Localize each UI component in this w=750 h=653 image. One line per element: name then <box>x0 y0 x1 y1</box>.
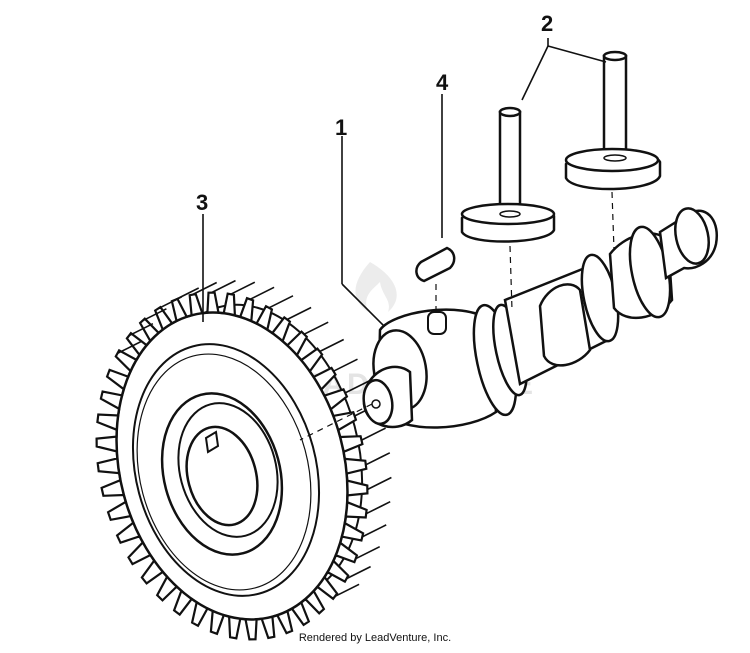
gear-tooth-edge <box>174 287 200 301</box>
gear-tooth-edge <box>117 340 142 355</box>
footer-credit: Rendered by LeadVenture, Inc. <box>298 632 452 644</box>
gear-tooth-edge <box>367 476 392 491</box>
gear-tooth-edge <box>365 500 391 515</box>
gear-tooth-edge <box>361 427 386 441</box>
gear-tooth-edge <box>355 545 381 560</box>
gear-tooth-edge <box>344 380 370 394</box>
gear-tooth-edge <box>365 452 391 466</box>
gear-tooth-edge <box>249 286 275 301</box>
woodruff-key <box>415 246 456 283</box>
leader-lines <box>202 38 607 327</box>
gear-tooth-edge <box>211 279 236 294</box>
gear-tooth-edge <box>333 358 358 372</box>
gear-tooth-edge <box>334 583 360 598</box>
gear-tooth-edge <box>128 322 154 337</box>
gear-tooth-edge <box>361 524 387 538</box>
tappet-right <box>564 50 662 191</box>
assembly-lines <box>299 191 615 441</box>
camshaft <box>362 207 719 429</box>
tappet-left <box>460 106 556 243</box>
callout-1: 1 <box>335 115 347 140</box>
gear-tooth-edge <box>192 281 218 296</box>
gear-tooth-edge <box>230 281 256 295</box>
gear-tooth-edge <box>319 338 345 353</box>
callout-4: 4 <box>436 70 449 95</box>
gear-tooth-edge <box>303 321 329 335</box>
gear-tooth-edge <box>346 565 371 580</box>
valve-tappets <box>460 50 662 243</box>
gear-tooth-edge <box>142 308 167 322</box>
cam-gear <box>95 279 392 641</box>
callout-2: 2 <box>541 11 553 36</box>
callout-3: 3 <box>196 190 208 215</box>
gear-tooth-edge <box>268 295 294 309</box>
gear-tooth-edge <box>286 306 312 321</box>
